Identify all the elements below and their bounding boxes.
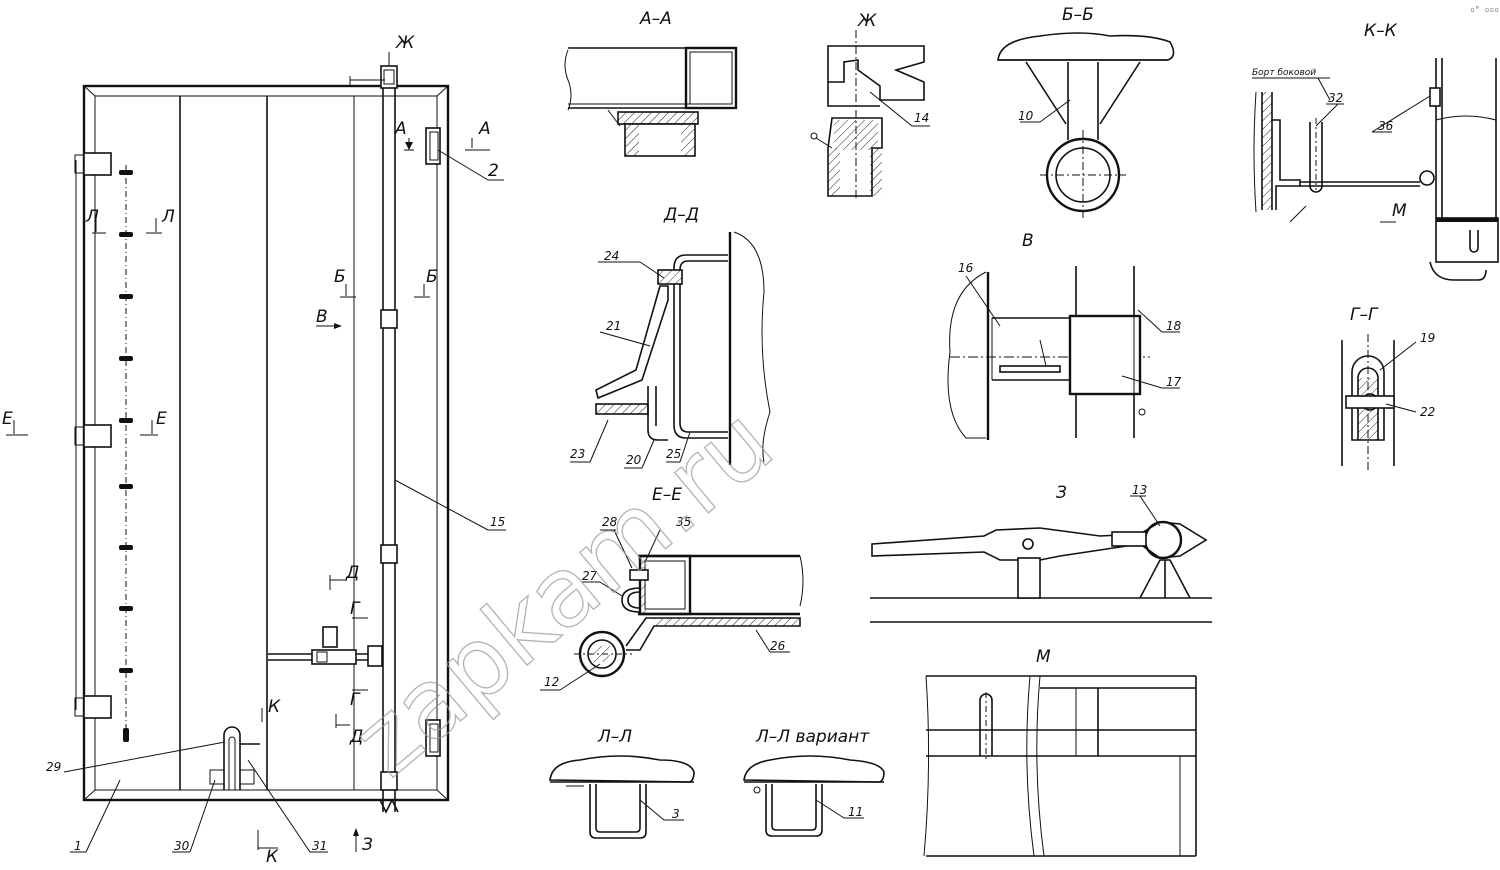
cut-mark-zh: Ж	[395, 33, 415, 53]
callout-11: 11	[848, 805, 863, 819]
callout-30: 30	[174, 839, 190, 853]
view-m-title: М	[1036, 647, 1051, 667]
cut-marks: Ж А А Л Л Б Б В Е Е	[2, 33, 491, 867]
cut-mark-a-right: А	[478, 119, 491, 139]
lock-bracket-bottom	[425, 719, 441, 757]
cut-mark-k-top: К	[268, 697, 281, 717]
lock-handle	[268, 626, 383, 667]
cut-mark-l-left: Л	[85, 207, 99, 227]
cut-mark-v: В	[316, 307, 328, 327]
cut-mark-e-right: Е	[156, 409, 167, 429]
note-bort: Борт боковой	[1252, 68, 1316, 78]
callout-32: 32	[1328, 91, 1343, 105]
callout-1: 1	[74, 839, 82, 853]
locking-rod	[349, 65, 399, 814]
callout-18: 18	[1166, 319, 1182, 333]
callout-14: 14	[914, 111, 929, 125]
callout-13: 13	[1132, 483, 1147, 497]
cut-mark-g-top: Г	[350, 599, 361, 619]
cut-mark-k-bottom: К	[266, 847, 279, 867]
cut-mark-m: М	[1392, 201, 1407, 221]
cut-mark-g-bottom: Г	[350, 690, 361, 710]
section-kk: К–К Борт боковой 32 36 М	[1252, 21, 1499, 281]
lock-bracket-top	[425, 127, 441, 165]
cut-mark-d-bottom: Д	[349, 727, 363, 747]
view-v: В 16 18 17	[947, 231, 1182, 440]
section-ll-variant-title: Л–Л вариант	[755, 727, 870, 747]
callout-15: 15	[490, 515, 505, 529]
view-v-title: В	[1022, 231, 1034, 251]
view-z: З 13	[870, 483, 1212, 623]
section-aa-title: А–А	[639, 9, 672, 29]
callout-31: 31	[312, 839, 327, 853]
section-ll: Л–Л 3	[549, 727, 695, 839]
section-ee-title: Е–Е	[652, 485, 682, 505]
callout-21: 21	[606, 319, 621, 333]
callout-28: 28	[602, 515, 618, 529]
section-zh-title: Ж	[857, 11, 877, 31]
callout-19: 19	[1420, 331, 1435, 345]
cut-mark-d-top: Д	[345, 563, 359, 583]
main-door-view: Ж А А Л Л Б Б В Е Е	[2, 33, 506, 867]
section-aa: А–А	[564, 9, 738, 157]
callout-24: 24	[604, 249, 619, 263]
corner-mark: ▫° ▫▫▫	[1470, 5, 1499, 14]
watermark-text: zapkam.ru	[333, 386, 794, 798]
section-kk-title: К–К	[1364, 21, 1398, 41]
hinge-middle	[74, 424, 112, 448]
callout-26: 26	[770, 639, 786, 653]
callout-29: 29	[46, 760, 61, 774]
callout-35: 35	[676, 515, 691, 529]
callout-27: 27	[582, 569, 598, 583]
view-z-title: З	[1056, 483, 1067, 503]
cut-mark-e-left: Е	[2, 409, 13, 429]
rivet-column	[119, 170, 133, 742]
section-bb: Б–Б 10	[997, 5, 1175, 220]
callout-22: 22	[1420, 405, 1435, 419]
view-m: М	[923, 647, 1197, 857]
cut-mark-z: З	[362, 835, 373, 855]
callout-2: 2	[488, 161, 499, 181]
callout-17: 17	[1166, 375, 1182, 389]
bottom-stopper	[209, 726, 260, 790]
callout-3: 3	[672, 807, 680, 821]
section-gg: Г–Г 19 22	[1341, 305, 1435, 470]
hinge-top	[74, 152, 112, 176]
cut-mark-b-right: Б	[426, 267, 438, 287]
cut-mark-a-left: А	[394, 119, 407, 139]
callout-20: 20	[626, 453, 642, 467]
callout-23: 23	[570, 447, 585, 461]
callout-12: 12	[544, 675, 559, 689]
section-ll-title: Л–Л	[597, 727, 632, 747]
callout-10: 10	[1018, 109, 1034, 123]
section-dd: Д–Д 24 21 23 20 25	[570, 205, 771, 469]
cut-mark-l-right: Л	[161, 207, 175, 227]
section-ll-variant: Л–Л вариант 11	[743, 727, 885, 837]
cut-mark-b-left: Б	[334, 267, 346, 287]
main-view-callouts: 2 15 29 1 30 31	[46, 149, 506, 853]
callout-36: 36	[1378, 119, 1394, 133]
section-zh: Ж 14	[810, 11, 930, 200]
section-bb-title: Б–Б	[1062, 5, 1094, 25]
callout-16: 16	[958, 261, 974, 275]
section-gg-title: Г–Г	[1350, 305, 1379, 325]
hinge-bottom	[74, 695, 112, 719]
callout-25: 25	[666, 447, 681, 461]
section-ee: Е–Е 28 35 27 26 12	[540, 485, 804, 691]
section-dd-title: Д–Д	[663, 205, 699, 225]
